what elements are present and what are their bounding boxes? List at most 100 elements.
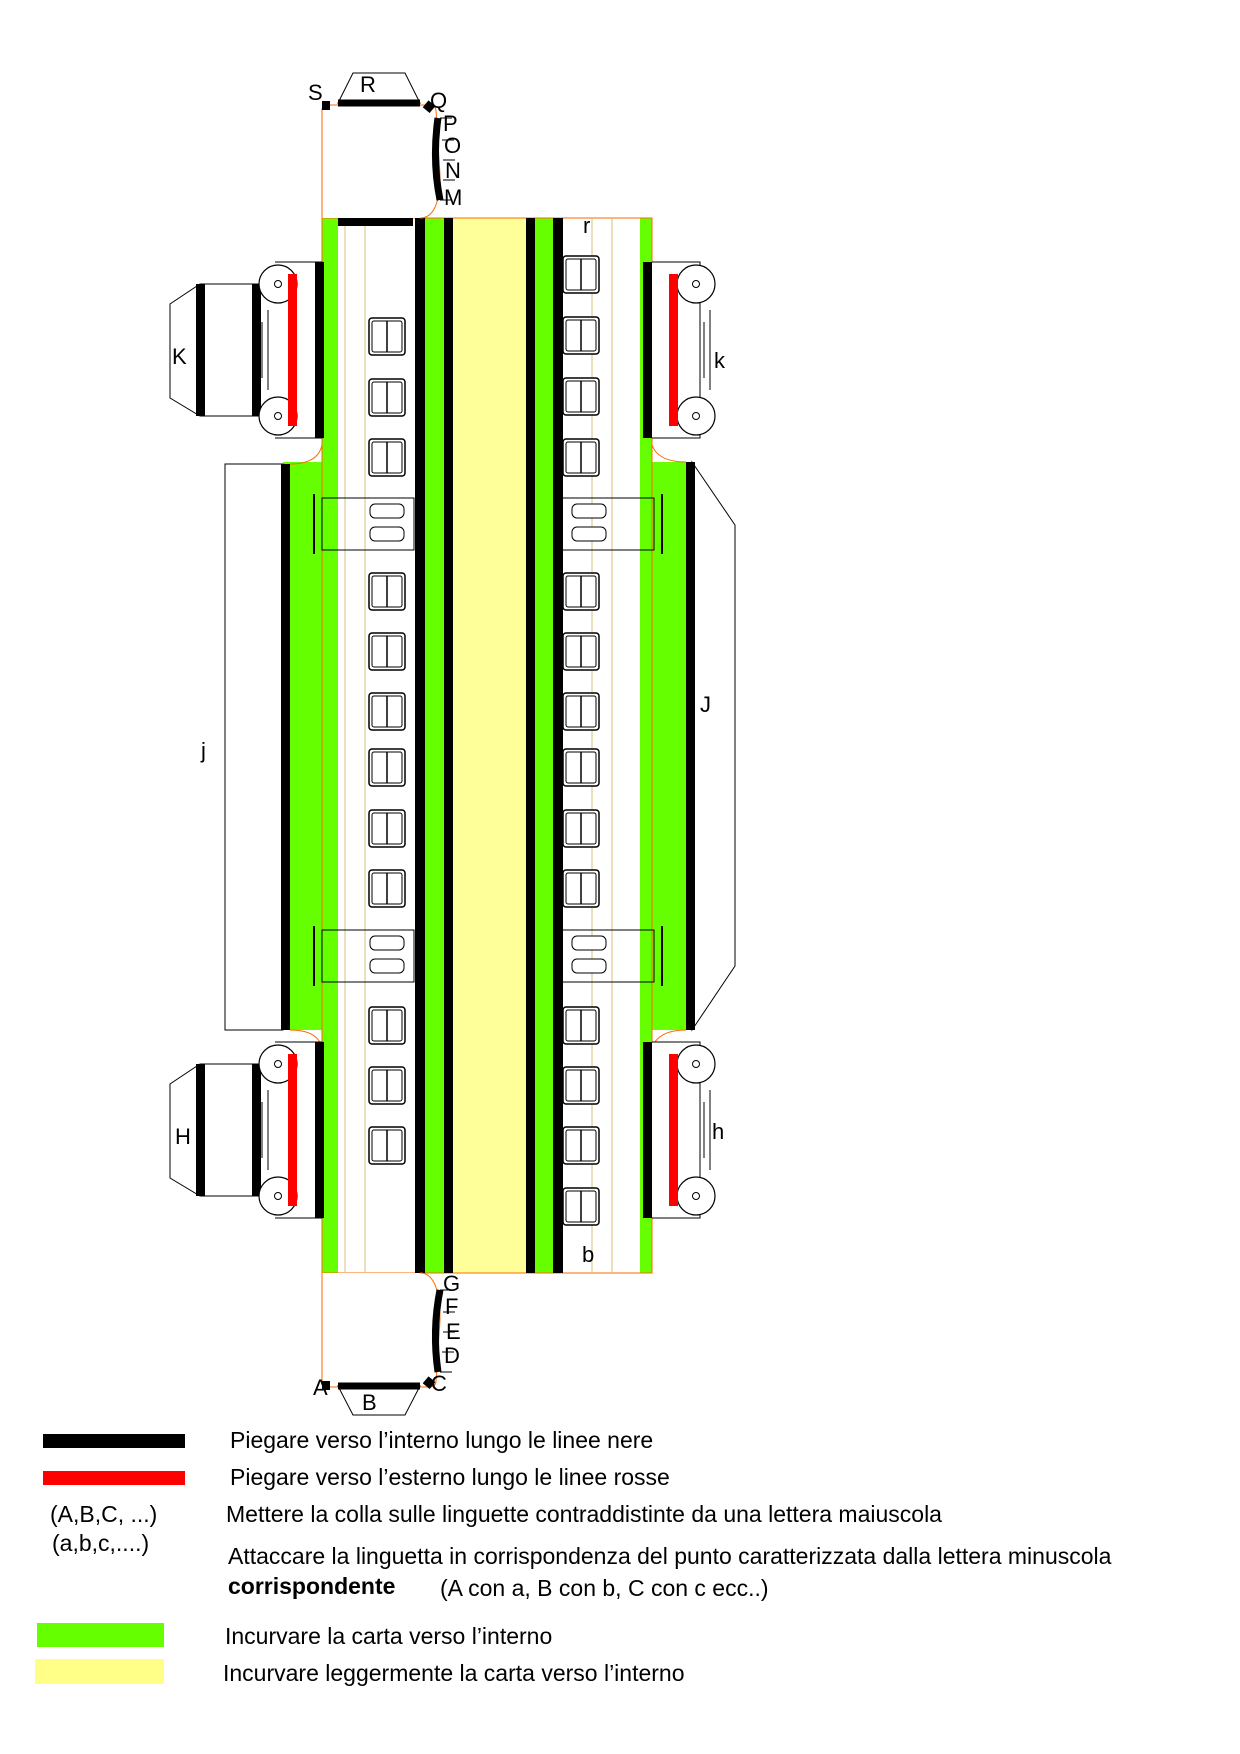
tab-C-square [422, 1376, 436, 1390]
side-panel-J [651, 444, 736, 1049]
label-A: A [313, 1375, 328, 1400]
top-tab-assembly [321, 72, 455, 219]
window [562, 255, 600, 294]
window [562, 748, 600, 787]
label-B: B [362, 1390, 377, 1415]
label-O: O [444, 133, 461, 158]
bogie-right [643, 261, 716, 439]
label-Q: Q [430, 88, 447, 113]
window [562, 572, 600, 611]
window [368, 632, 406, 671]
tab-B-trapezoid [337, 1385, 421, 1416]
window [368, 1066, 406, 1105]
label-r: r [583, 213, 590, 238]
windows-left-column [368, 317, 406, 1165]
label-P: P [443, 111, 458, 136]
bottom-tab-outline [321, 1272, 441, 1388]
tab-S-square [322, 101, 330, 110]
label-h: h [712, 1119, 724, 1144]
window [562, 1126, 600, 1165]
tabs-GFED [440, 1289, 455, 1373]
bogie-right [643, 1041, 716, 1219]
window [368, 1126, 406, 1165]
window [368, 809, 406, 848]
legend-glue-text: Mettere la colla sulle linguette contrad… [226, 1501, 942, 1527]
door [561, 926, 663, 986]
legend-attach-bold: corrispondente [228, 1573, 396, 1599]
door [313, 494, 415, 554]
window [562, 1187, 600, 1226]
label-E: E [446, 1319, 461, 1344]
side-panel-j [224, 444, 323, 1049]
window [368, 748, 406, 787]
label-N: N [445, 158, 461, 183]
window [368, 438, 406, 477]
window [562, 869, 600, 908]
tab-R-trapezoid [337, 72, 421, 104]
window [562, 632, 600, 671]
window [562, 438, 600, 477]
window [562, 692, 600, 731]
window [368, 1006, 406, 1045]
window [562, 316, 600, 355]
legend-red-swatch [43, 1471, 185, 1485]
tab-A-square [322, 1381, 330, 1390]
label-b: b [582, 1242, 594, 1267]
door [313, 926, 415, 986]
label-k: k [714, 348, 726, 373]
label-S: S [308, 80, 323, 105]
main-body [283, 217, 692, 1274]
legend-black-text: Piegare verso l’interno lungo le linee n… [230, 1427, 654, 1453]
legend-green-swatch [37, 1623, 164, 1647]
window [368, 692, 406, 731]
label-F: F [445, 1294, 458, 1319]
label-K: K [172, 344, 187, 369]
legend-attach-example: (A con a, B con b, C con c ecc..) [440, 1575, 769, 1601]
window [562, 809, 600, 848]
windows-right-column [562, 255, 600, 1226]
label-C: C [431, 1371, 447, 1396]
body-outline [321, 217, 653, 1274]
label-M: M [444, 185, 462, 210]
label-j: j [200, 738, 206, 763]
legend-green-text: Incurvare la carta verso l’interno [225, 1623, 553, 1649]
label-D: D [444, 1343, 460, 1368]
guide-lines [344, 218, 613, 1273]
corner-cut-tl [283, 445, 322, 462]
window [368, 869, 406, 908]
fold-curve-bottom [431, 1289, 444, 1373]
window [368, 317, 406, 356]
door-panels [313, 494, 663, 986]
bottom-tab-assembly [321, 1272, 455, 1416]
bogie-tabs [169, 261, 716, 1219]
legend-attach-text: Attaccare la linguetta in corrispondenza… [228, 1543, 1112, 1569]
legend-uppercase-example: (A,B,C, ...) [50, 1501, 158, 1527]
tab-Q-square [422, 100, 436, 114]
label-G: G [443, 1271, 460, 1296]
label-J: J [700, 692, 711, 717]
green-bulge-right [640, 462, 692, 1030]
top-tab-outline [321, 104, 441, 219]
fold-curve-top [431, 117, 444, 201]
legend-red-text: Piegare verso l’esterno lungo le linee r… [230, 1464, 670, 1490]
label-H: H [175, 1124, 191, 1149]
yellow-roof [452, 218, 526, 1273]
window [562, 1006, 600, 1045]
door [561, 494, 663, 554]
window [368, 572, 406, 611]
green-bulge-left [283, 462, 338, 1030]
legend-yellow-text: Incurvare leggermente la carta verso l’i… [223, 1660, 685, 1686]
bogie-left [169, 1041, 324, 1219]
window [562, 1066, 600, 1105]
label-R: R [360, 72, 376, 97]
legend-black-swatch [43, 1434, 185, 1448]
tabs-PONM [440, 117, 455, 201]
black-fold-lines [338, 218, 563, 1273]
legend-lowercase-example: (a,b,c,....) [52, 1530, 150, 1556]
green-strip-inner-left [425, 218, 445, 1273]
bogie-left [169, 261, 324, 439]
legend-yellow-swatch [35, 1659, 164, 1684]
letter-labels: S R Q P O N M G F E D C B A K k j J H h … [172, 72, 726, 1415]
window [562, 377, 600, 416]
